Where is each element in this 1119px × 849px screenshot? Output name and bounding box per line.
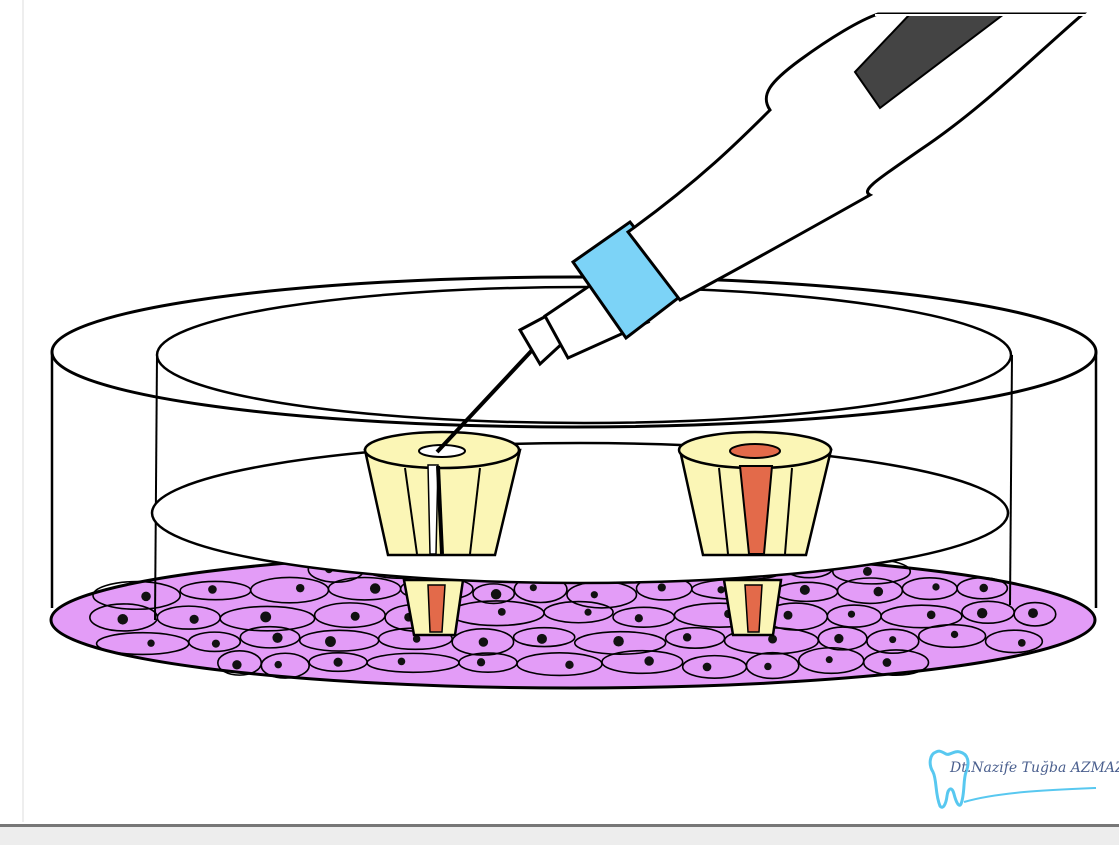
- cell-nucleus: [784, 611, 793, 620]
- cell-nucleus: [479, 637, 488, 646]
- cell-nucleus: [800, 585, 810, 595]
- cell-nucleus: [834, 634, 843, 643]
- cell-nucleus: [584, 609, 591, 616]
- cell-nucleus: [398, 658, 406, 666]
- cell-nucleus: [212, 640, 220, 648]
- cell-nucleus: [979, 584, 988, 593]
- cell-nucleus: [683, 633, 691, 641]
- cell-nucleus: [927, 611, 936, 620]
- cell-nucleus: [351, 612, 360, 621]
- cell-nucleus: [951, 631, 958, 638]
- cell-nucleus: [413, 635, 420, 642]
- cell-nucleus: [874, 587, 884, 597]
- cell-nucleus: [977, 608, 987, 618]
- cell-nucleus: [190, 615, 199, 624]
- cell-nucleus: [141, 592, 151, 602]
- cell-nucleus: [1028, 608, 1038, 618]
- cell-nucleus: [848, 611, 855, 618]
- bottom-bar: [0, 824, 1119, 845]
- tooth-logo-icon: [928, 744, 1100, 814]
- applicator-pen: [437, 14, 1089, 452]
- cell-nucleus: [863, 567, 872, 576]
- cell-nucleus: [274, 661, 281, 668]
- insert-right: [679, 432, 831, 555]
- cell-nucleus: [565, 661, 573, 669]
- cell-nucleus: [613, 636, 624, 647]
- pen-body: [628, 14, 1083, 300]
- cell-nucleus: [498, 608, 506, 616]
- cell-nucleus: [272, 633, 282, 643]
- insert-left-bottom: [404, 580, 463, 635]
- cell-nucleus: [644, 656, 653, 665]
- cell-nucleus: [530, 584, 537, 591]
- cell-nucleus: [889, 636, 896, 643]
- cell-nucleus: [334, 658, 343, 667]
- cell-nucleus: [703, 663, 712, 672]
- cell-nucleus: [591, 591, 598, 598]
- cell-nucleus: [717, 586, 724, 593]
- cell-nucleus: [764, 663, 771, 670]
- cell-nucleus: [537, 634, 547, 644]
- cell-nucleus: [117, 614, 128, 625]
- cell-nucleus: [260, 611, 271, 622]
- cell-nucleus: [883, 658, 892, 667]
- cell-nucleus: [477, 658, 485, 666]
- insert-membrane: [152, 443, 1008, 583]
- cell-nucleus: [826, 656, 833, 663]
- cell-nucleus: [147, 640, 154, 647]
- cell-nucleus: [232, 660, 241, 669]
- cell-nucleus: [658, 583, 666, 591]
- cell-nucleus: [370, 583, 380, 593]
- author-logo: Dt.Nazife Tuğba AZMAZ: [928, 744, 1100, 814]
- left-border-line: [22, 0, 24, 822]
- cell-nucleus: [635, 614, 643, 622]
- cell-nucleus: [1018, 639, 1026, 647]
- author-logo-text: Dt.Nazife Tuğba AZMAZ: [950, 760, 1119, 776]
- cell-nucleus: [932, 583, 939, 590]
- cell-nucleus: [296, 584, 304, 592]
- cell-nucleus: [491, 589, 501, 599]
- insert-right-bottom: [724, 580, 781, 635]
- cell-nucleus: [325, 636, 336, 647]
- cell-nucleus: [208, 585, 217, 594]
- insert-left: [365, 432, 520, 555]
